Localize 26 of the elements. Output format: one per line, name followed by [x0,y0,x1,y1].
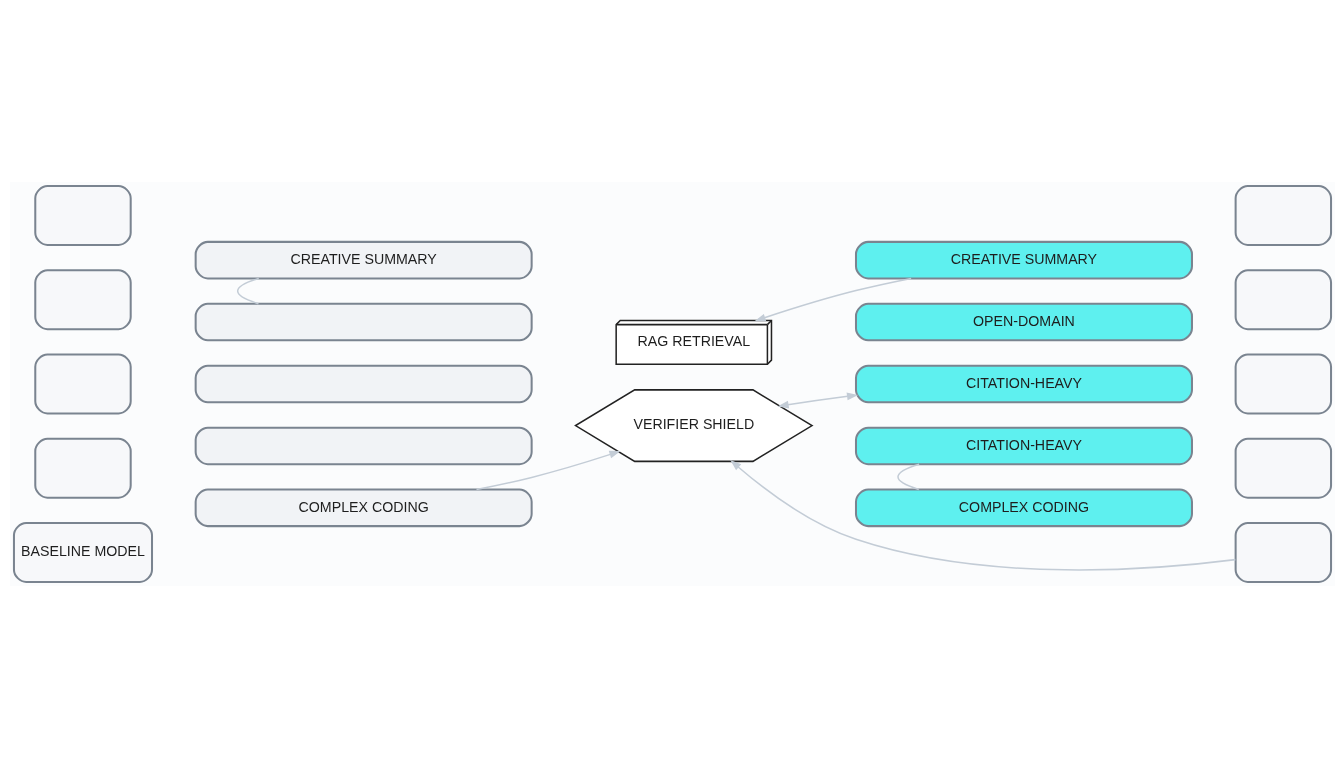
node-bar [194,302,533,342]
node-box: COMPLEX CODING [854,488,1193,528]
arrow [729,459,1236,571]
connector [236,277,260,305]
node-box: OPEN-DOMAIN [854,302,1193,342]
node-box [33,437,132,499]
node-box: CREATIVE SUMMARY [194,240,533,280]
arrow [753,277,912,322]
node-box: BASELINE MODEL [12,522,153,583]
node-box [33,185,132,246]
node-box [1234,353,1332,415]
node-box [1234,185,1332,246]
node-bar [194,364,533,404]
node-box [1234,522,1332,583]
node-box [1234,437,1332,499]
node-box: CITATION-HEAVY [854,426,1193,466]
connector [896,463,920,491]
node-box: CITATION-HEAVY [854,364,1193,404]
node-bar [194,426,533,466]
node-box: CREATIVE SUMMARY [854,240,1193,280]
node-box: COMPLEX CODING [194,488,533,528]
arrow [777,392,858,409]
node-box [33,269,132,331]
arrow [475,450,621,491]
node-box [33,353,132,415]
node-box [1234,269,1332,331]
